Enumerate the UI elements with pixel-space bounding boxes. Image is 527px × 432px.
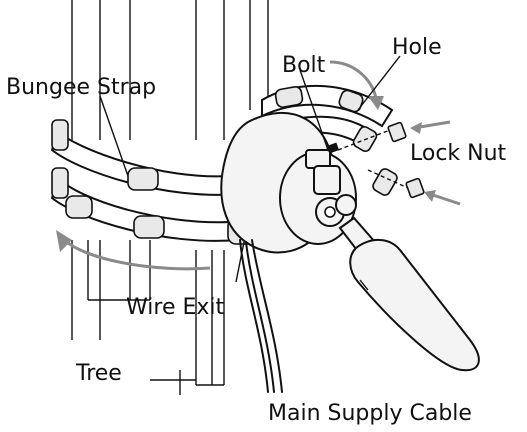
motor-housing xyxy=(220,112,357,254)
insertion-arrows xyxy=(410,120,461,206)
tree-trunk xyxy=(71,0,269,395)
label-lock-nut: Lock Nut xyxy=(410,141,507,166)
rotation-arrow-top xyxy=(329,60,384,110)
leader-lines xyxy=(99,55,401,283)
main-supply-cable xyxy=(239,239,283,393)
rotation-arrow-bottom xyxy=(56,230,211,271)
label-main-supply-cable: Main Supply Cable xyxy=(268,401,472,426)
label-bolt: Bolt xyxy=(282,53,326,78)
label-hole: Hole xyxy=(392,35,442,60)
lock-nut-hardware xyxy=(326,121,425,199)
label-bungee-strap: Bungee Strap xyxy=(6,75,156,100)
label-tree: Tree xyxy=(75,361,122,386)
label-wire-exit: Wire Exit xyxy=(126,295,225,320)
output-tube xyxy=(338,216,480,372)
